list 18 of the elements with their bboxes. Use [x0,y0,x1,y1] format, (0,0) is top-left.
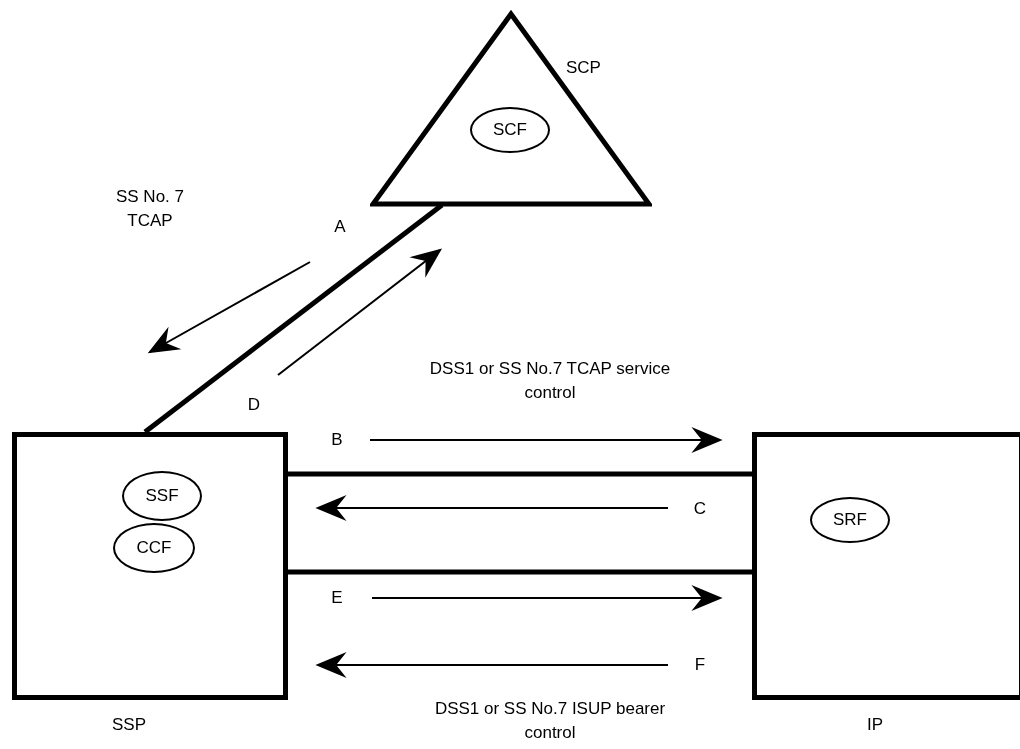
interface-letter: A [333,216,347,238]
node-label: SCP [566,58,601,78]
connection-line [288,471,752,477]
protocol-label: DSS1 or SS No.7 TCAP service control [428,358,672,404]
protocol-label: SS No. 7 TCAP [114,186,185,232]
interface-letter: D [246,394,262,416]
node-label: SSP [112,715,147,735]
connection-line [288,569,752,575]
node-triangle [370,10,652,207]
function-ellipse: SSF [122,471,202,521]
function-ellipse: CCF [113,523,195,573]
interface-letter: B [330,429,344,451]
node-label: IP [867,715,884,735]
interface-letter: C [692,498,708,520]
interface-letter: F [693,654,707,676]
protocol-label: DSS1 or SS No.7 ISUP bearer control [433,698,667,744]
interface-letter: E [330,587,344,609]
function-ellipse: SRF [810,497,890,543]
